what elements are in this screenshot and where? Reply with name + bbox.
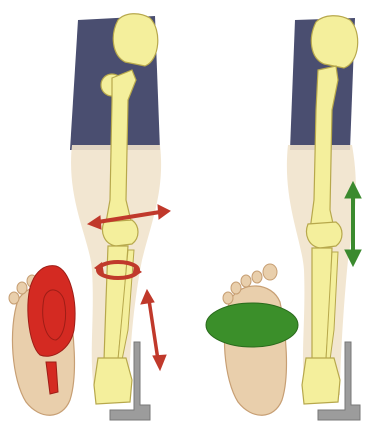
left-panel <box>9 14 170 420</box>
right-panel <box>206 16 361 420</box>
right-foot-bones <box>302 358 340 404</box>
left-foot-bones <box>94 358 132 404</box>
left-knee-joint <box>103 220 139 246</box>
left-pelvis-bone <box>113 14 158 66</box>
right-knee-joint <box>307 222 343 248</box>
left-foot-pressure-area <box>28 266 75 357</box>
vertical-shin-arrow <box>141 290 166 370</box>
right-foot-pressure-area <box>206 303 298 347</box>
right-pelvis-bone <box>311 16 357 68</box>
